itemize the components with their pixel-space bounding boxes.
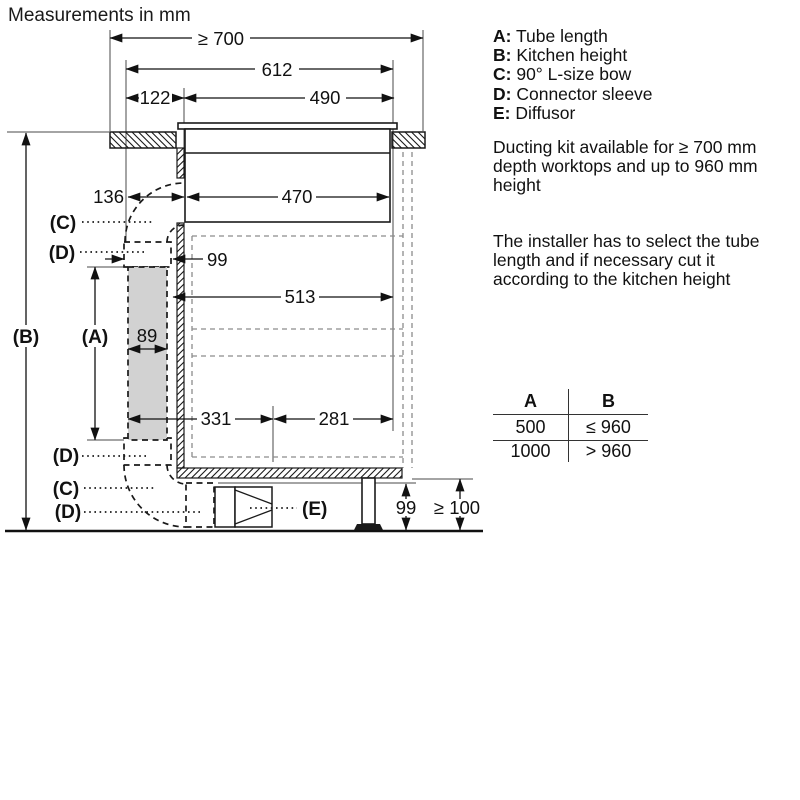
connector-sleeve-horizontal bbox=[185, 482, 215, 528]
table-cell: 1000 bbox=[510, 441, 551, 461]
dim-hob-width: 612 bbox=[262, 59, 293, 80]
legend-item-connector-sleeve: D: Connector sleeve bbox=[493, 83, 653, 104]
worktop-left bbox=[109, 131, 177, 149]
leader-lines bbox=[80, 221, 297, 513]
tube-length-table: A B 500 ≤ 960 1000 > 960 bbox=[493, 389, 648, 462]
cabinet-bottom-panel bbox=[176, 467, 403, 479]
installation-diagram: ≥ 700 612 122 490 136 470 99 513 89 331 … bbox=[5, 28, 485, 533]
legend-key: A: bbox=[493, 26, 512, 46]
page-title: Measurements in mm bbox=[8, 5, 191, 26]
bow-lower bbox=[123, 464, 187, 528]
dimension-lines bbox=[21, 33, 465, 531]
legend-label: 90° L-size bow bbox=[516, 64, 632, 85]
legend-item-l-size-bow: C: 90° L-size bow bbox=[493, 65, 653, 84]
dim-left-offset: 122 bbox=[140, 87, 171, 108]
cabinet-side-panel-upper bbox=[176, 147, 185, 179]
cabinet-side-panel-lower bbox=[176, 222, 185, 469]
worktop-right bbox=[391, 131, 426, 149]
legend-item-tube-length: A: Tube length bbox=[493, 26, 653, 46]
bow-upper bbox=[124, 182, 185, 243]
legend-key: B: bbox=[493, 45, 512, 66]
hob-body bbox=[184, 128, 391, 223]
dim-worktop-depth: ≥ 700 bbox=[198, 28, 244, 49]
label-kitchen-height: (B) bbox=[13, 327, 39, 348]
legend-item-diffusor: E: Diffusor bbox=[493, 102, 653, 123]
label-tube-length: (A) bbox=[82, 327, 108, 348]
dim-min-clearance: ≥ 100 bbox=[434, 497, 480, 518]
label-sleeve-lower: (D) bbox=[55, 502, 81, 523]
hob-glass-top bbox=[177, 122, 398, 130]
tube bbox=[127, 266, 168, 441]
dim-duct-width: 470 bbox=[282, 186, 313, 207]
dim-plinth-height: 99 bbox=[396, 497, 417, 518]
legend-item-kitchen-height: B: Kitchen height bbox=[493, 46, 653, 65]
legend: A: Tube length B: Kitchen height C: 90° … bbox=[493, 26, 653, 123]
dim-vent-width: 490 bbox=[310, 87, 341, 108]
legend-label: Connector sleeve bbox=[516, 83, 653, 104]
legend-key: C: bbox=[493, 64, 512, 85]
table-header-a: A bbox=[493, 389, 568, 415]
table-cell: > 960 bbox=[568, 441, 648, 462]
dim-tube-width: 89 bbox=[137, 325, 158, 346]
legend-label: Kitchen height bbox=[516, 45, 628, 66]
cabinet-leg bbox=[354, 477, 383, 530]
diffusor bbox=[214, 486, 273, 528]
dim-bottom-right: 281 bbox=[319, 408, 350, 429]
note-installer: The installer has to select the tube len… bbox=[493, 231, 760, 290]
connector-sleeve-lower bbox=[123, 437, 172, 466]
label-backgrounds bbox=[8, 29, 485, 516]
connector-sleeve-upper bbox=[123, 241, 172, 268]
label-bow-lower: (C) bbox=[53, 479, 79, 500]
dim-bottom-left: 331 bbox=[201, 408, 232, 429]
label-sleeve-upper: (D) bbox=[49, 243, 75, 264]
table-header-b: B bbox=[568, 389, 648, 415]
legend-label: Tube length bbox=[516, 26, 608, 46]
legend-key: E: bbox=[493, 102, 511, 123]
dim-sleeve-width: 99 bbox=[207, 249, 228, 270]
legend-label: Diffusor bbox=[515, 102, 576, 123]
dim-cabinet-width: 513 bbox=[285, 286, 316, 307]
table-cell: 500 bbox=[493, 415, 568, 441]
label-diffusor: (E) bbox=[302, 499, 327, 520]
label-bow-upper: (C) bbox=[50, 213, 76, 234]
label-sleeve-mid: (D) bbox=[53, 446, 79, 467]
legend-key: D: bbox=[493, 83, 512, 104]
table-cell: ≤ 960 bbox=[568, 415, 648, 441]
dim-bow-offset: 136 bbox=[93, 186, 124, 207]
note-ducting-kit: Ducting kit available for ≥ 700 mm depth… bbox=[493, 137, 758, 196]
